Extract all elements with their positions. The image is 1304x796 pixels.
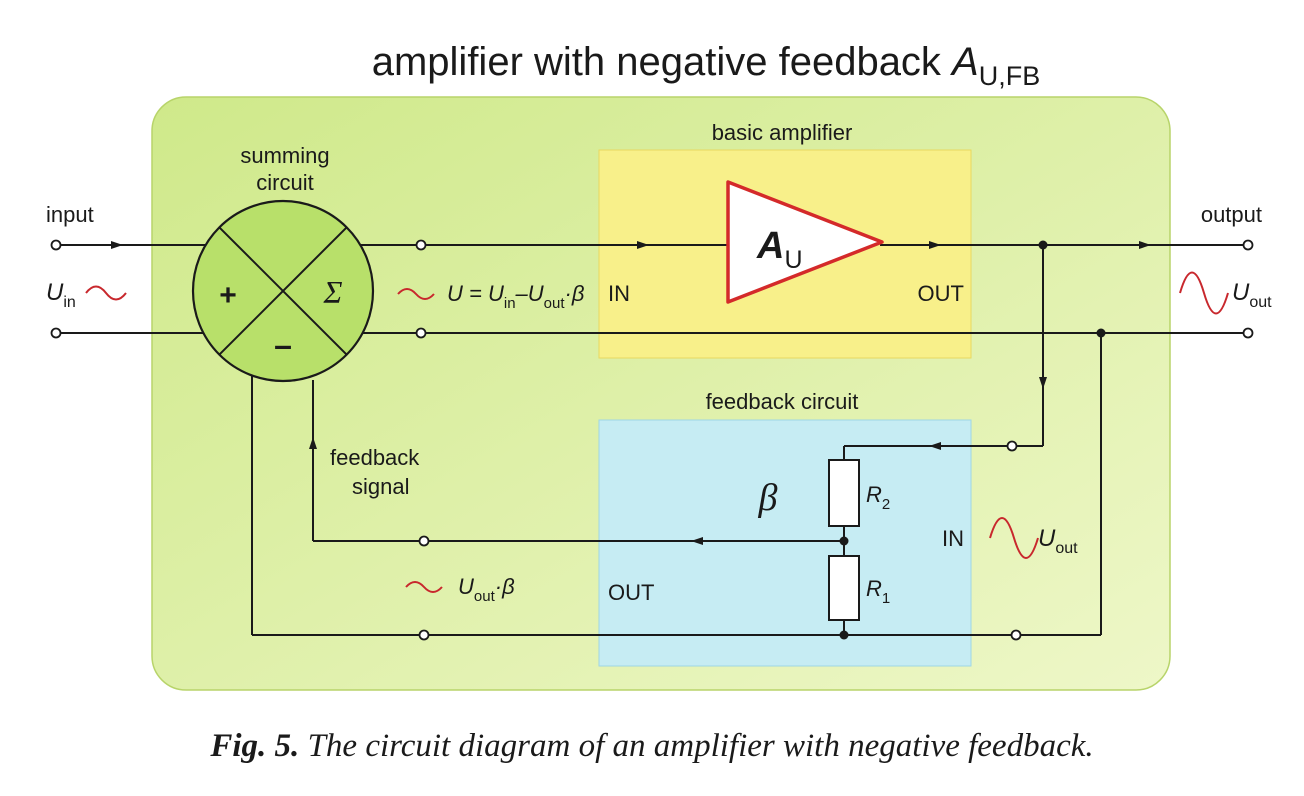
figure-number: Fig. 5.: [210, 728, 300, 764]
output-sine-icon: [1179, 271, 1229, 315]
beta-label: β: [758, 477, 778, 519]
resistor-r2: [828, 459, 860, 527]
output-node: [1038, 240, 1048, 250]
input-terminal-top: [50, 239, 62, 251]
input-voltage-label: Uin: [46, 279, 76, 311]
figure-caption: Fig. 5. The circuit diagram of an amplif…: [0, 728, 1304, 765]
feedback-circuit-label: feedback circuit: [706, 389, 859, 414]
fb-out-terminal: [418, 535, 430, 547]
feedback-sine-icon: [405, 581, 443, 593]
output-voltage-label: Uout: [1232, 279, 1272, 311]
input-terminal-bottom: [50, 327, 62, 339]
input-label: input: [46, 202, 94, 227]
r-mid-node: [839, 536, 849, 546]
summing-plus-sign: +: [219, 279, 237, 312]
fb-in-terminal: [1006, 440, 1018, 452]
amplifier-gain-label: AU: [756, 225, 803, 274]
summing-minus-sign: –: [274, 327, 292, 363]
feedback-signal-expression: Uout·β: [458, 574, 515, 605]
resistor-r1: [828, 555, 860, 621]
sum-out-terminal-bottom: [415, 327, 427, 339]
fb-in-voltage-label: Uout: [1038, 525, 1078, 557]
fb-bottom-left-terminal: [418, 629, 430, 641]
basic-amplifier-label: basic amplifier: [712, 120, 853, 145]
feedback-out-label: OUT: [608, 580, 654, 605]
output-terminal-top: [1242, 239, 1254, 251]
amplifier-in-label: IN: [608, 281, 630, 306]
feedback-in-label: IN: [942, 526, 964, 551]
fb-bottom-right-terminal: [1010, 629, 1022, 641]
fb-in-sine-icon: [989, 517, 1039, 559]
sum-out-terminal-top: [415, 239, 427, 251]
amplifier-out-label: OUT: [918, 281, 964, 306]
summing-sigma: Σ: [322, 274, 342, 310]
output-label: output: [1201, 202, 1262, 227]
amplifier-triangle: [726, 180, 884, 304]
r2-label: R2: [866, 482, 890, 513]
common-node: [1096, 328, 1106, 338]
error-sine-icon: [397, 288, 435, 300]
diagram-title: amplifier with negative feedback AU,FB: [372, 40, 1041, 91]
r-bottom-node: [839, 630, 849, 640]
r1-label: R1: [866, 576, 890, 607]
error-signal-expression: U = Uin–Uout·β: [447, 281, 585, 312]
output-terminal-bottom: [1242, 327, 1254, 339]
summing-circuit: [191, 199, 375, 383]
figure-caption-text: The circuit diagram of an amplifier with…: [299, 728, 1094, 764]
input-sine-icon: [85, 285, 127, 301]
feedback-circuit-box: [598, 419, 972, 667]
